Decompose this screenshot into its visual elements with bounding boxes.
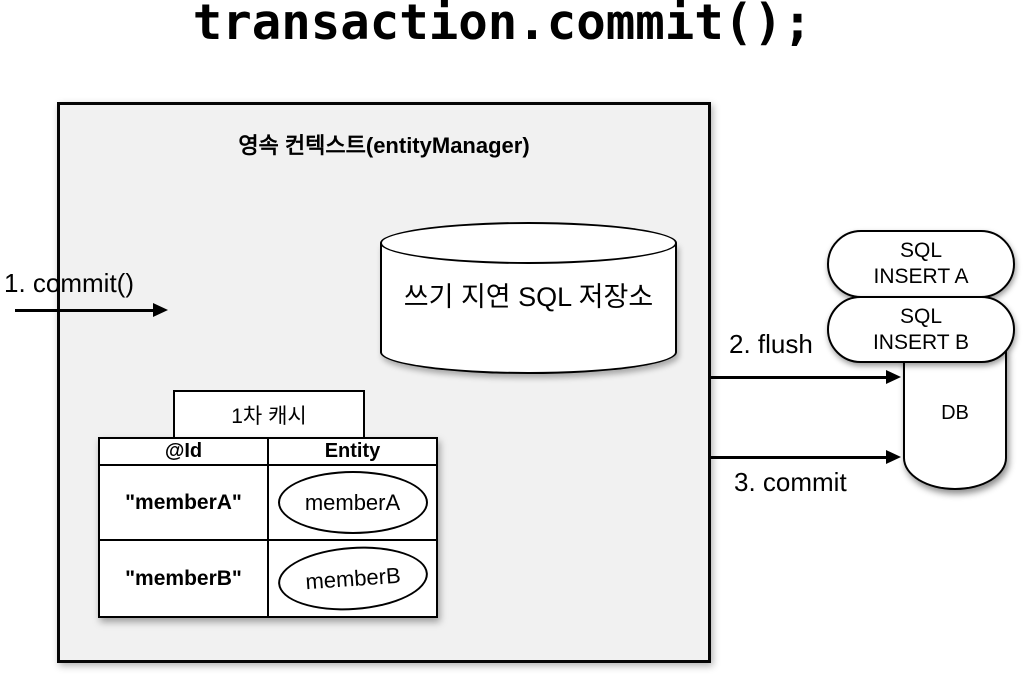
db-label: DB [941,401,969,424]
commit-label: 3. commit [734,467,847,497]
sql-insert-a-line2: INSERT A [873,265,969,288]
commit-arrow [711,456,887,459]
first-level-cache-label-box: 1차 캐시 [173,390,365,440]
sql-insert-b-line1: SQL [899,304,943,328]
flush-label: 2. flush [729,329,813,359]
first-level-cache-table: @Id Entity "memberA" memberA "memberB" m… [98,437,438,618]
commit-call-label: 1. commit() [4,268,134,298]
entity-ellipse-memberb: memberB [275,541,430,616]
page-title: transaction.commit(); [192,0,813,51]
commit-call-arrow [15,309,154,312]
write-behind-sql-store-cylinder: 쓰기 지연 SQL 저장소 [380,222,677,374]
flush-arrow [711,376,887,379]
persistence-context-title: 영속 컨텍스트(entityManager) [238,133,530,158]
sql-insert-b-shape: SQL INSERT B [827,296,1015,363]
write-behind-sql-store-label: 쓰기 지연 SQL 저장소 [403,282,654,312]
sql-insert-b-line2: INSERT B [872,330,970,354]
first-level-cache-label: 1차 캐시 [231,405,307,428]
table-header-id: @Id [100,439,269,466]
table-cell-entity-memberb: memberB [269,541,436,616]
table-header-entity: Entity [269,439,436,466]
db-cylinder: DB [903,350,1007,490]
sql-insert-a-shape: SQL INSERT A [827,230,1015,298]
table-cell-id-membera: "memberA" [100,466,269,541]
cylinder-top-ellipse [380,222,677,264]
sql-insert-a-line1: SQL [899,239,943,263]
cylinder-body: 쓰기 지연 SQL 저장소 [380,243,677,374]
entity-ellipse-membera: memberA [277,471,428,534]
table-cell-entity-membera: memberA [269,466,436,541]
table-cell-id-memberb: "memberB" [100,541,269,616]
